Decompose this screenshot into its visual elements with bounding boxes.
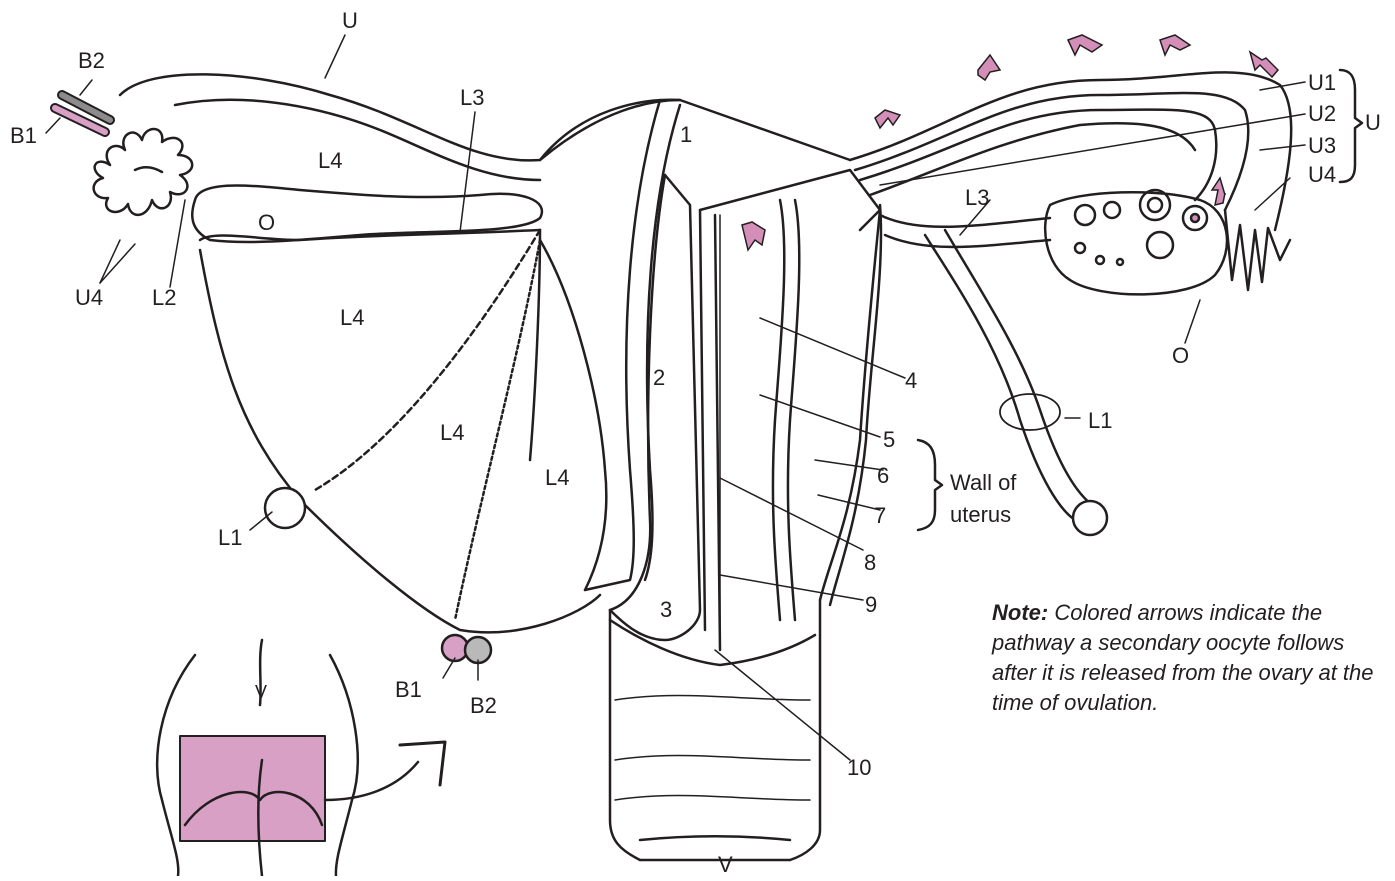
label-u3: U3 [1308,133,1336,158]
label-b2-bottom: B2 [470,693,497,718]
pathway-arrow [875,110,900,128]
label-u4-left: U4 [75,285,103,310]
left-fimbriae [94,129,193,215]
wall-bracket [918,440,942,530]
note-text: Note: Colored arrows indicate the pathwa… [992,598,1382,718]
left-ovary [192,186,542,243]
label-uterus: uterus [950,502,1011,527]
right-fimbriae [1225,210,1290,290]
inset-highlight-box [180,736,325,841]
label-v-bottom: V [718,852,733,876]
uterus-section [540,100,881,860]
label-3: 3 [660,597,672,622]
inset-pointer-arrow [400,742,445,785]
pathway-arrow [1068,35,1102,55]
label-l4-mid: L4 [340,305,364,330]
note-bold: Note: [992,600,1048,625]
label-l1-left: L1 [218,525,242,550]
label-6: 6 [877,463,889,488]
label-u-top: U [342,8,358,33]
label-4: 4 [905,368,917,393]
pathway-arrow [1160,35,1190,55]
note-body: Colored arrows indicate the pathway a se… [992,600,1374,715]
label-10: 10 [847,755,871,780]
pathway-arrow [742,222,765,250]
label-u2: U2 [1308,101,1336,126]
label-o-left: O [258,210,275,235]
u-bracket [1340,70,1362,182]
label-9: 9 [865,592,877,617]
label-u-right: U [1365,110,1381,135]
left-round-ligament-stub [265,488,305,528]
right-round-ligament-ring [1000,394,1060,430]
right-uterine-tube [850,72,1291,230]
label-1: 1 [680,122,692,147]
label-u1: U1 [1308,70,1336,95]
bottom-b2-stub [465,637,491,663]
label-l3-left: L3 [460,85,484,110]
label-8: 8 [864,550,876,575]
label-wall-of: Wall of [950,470,1017,495]
left-broad-ligament [120,74,680,632]
label-b1-bottom: B1 [395,677,422,702]
label-2: 2 [653,365,665,390]
inset-figure [157,640,445,876]
label-l2: L2 [152,285,176,310]
pathway-arrow [1212,178,1225,205]
label-u4-right: U4 [1308,162,1336,187]
label-l4-lower: L4 [440,420,464,445]
label-l3-right: L3 [965,185,989,210]
label-b2-top: B2 [78,48,105,73]
label-l1-right: L1 [1088,408,1112,433]
label-b1-top: B1 [10,123,37,148]
pathway-arrow [978,55,1000,80]
label-l4-upper: L4 [318,148,342,173]
label-7: 7 [874,503,886,528]
right-round-ligament-stub [1073,501,1107,535]
label-l4-right: L4 [545,465,569,490]
pathway-arrow [1250,52,1278,77]
label-5: 5 [883,427,895,452]
label-o-right: O [1172,343,1189,368]
label-v-inset: V [255,682,267,702]
